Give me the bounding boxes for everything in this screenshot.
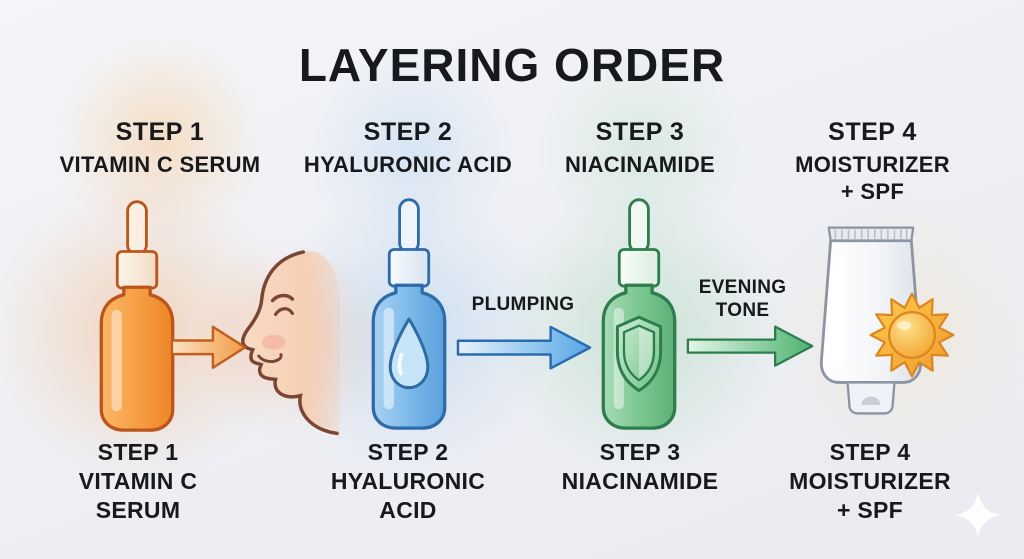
plumping-arrow-label: PLUMPING bbox=[471, 294, 575, 315]
step1-footer: STEP 1 VITAMIN C SERUM bbox=[18, 438, 258, 525]
step1-footer-step: STEP 1 bbox=[97, 439, 179, 465]
step4-footer-line3: + SPF bbox=[836, 497, 904, 523]
blush bbox=[261, 334, 286, 350]
sunscreen-tube-icon bbox=[810, 222, 932, 419]
step2-footer-line2: HYALURONIC bbox=[330, 468, 486, 494]
green-dropper-bottle-shield-icon bbox=[592, 195, 686, 435]
sun-icon bbox=[868, 291, 956, 379]
step4-header-name-line2: + SPF bbox=[840, 179, 905, 204]
step4-footer-step: STEP 4 bbox=[829, 439, 911, 465]
step2-footer: STEP 2 HYALURONIC ACID bbox=[288, 438, 528, 525]
step4-header-step: STEP 4 bbox=[828, 118, 917, 146]
step3-header-name: NIACINAMIDE bbox=[565, 152, 715, 177]
green-right-arrow-icon bbox=[686, 322, 816, 370]
blue-dropper-bottle-droplet-icon bbox=[362, 195, 456, 435]
step3-header: STEP 3 NIACINAMIDE bbox=[525, 118, 755, 178]
step2-footer-line3: ACID bbox=[379, 497, 437, 523]
sparkle-icon bbox=[954, 491, 1002, 539]
orange-right-arrow-icon bbox=[170, 320, 248, 375]
step1-header: STEP 1 VITAMIN C SERUM bbox=[15, 118, 305, 178]
step3-header-step: STEP 3 bbox=[595, 118, 685, 146]
step3-footer-line2: NIACINAMIDE bbox=[561, 468, 719, 494]
step1-header-name: VITAMIN C SERUM bbox=[59, 152, 261, 177]
evening-tone-arrow-label: EVENING TONE bbox=[675, 276, 810, 322]
eyebrow bbox=[270, 293, 295, 303]
step2-footer-step: STEP 2 bbox=[367, 439, 449, 465]
evening-tone-line1: EVENING bbox=[698, 277, 787, 298]
smiling-face-profile-icon bbox=[226, 250, 340, 439]
blue-right-arrow-icon bbox=[456, 322, 594, 373]
step2-header-step: STEP 2 bbox=[363, 118, 453, 146]
step4-header: STEP 4 MOISTURIZER + SPF bbox=[760, 118, 985, 205]
step1-header-step: STEP 1 bbox=[115, 118, 205, 146]
step1-footer-line3: SERUM bbox=[95, 497, 181, 523]
step4-footer-line2: MOISTURIZER bbox=[789, 468, 951, 494]
step4-footer: STEP 4 MOISTURIZER + SPF bbox=[750, 438, 990, 525]
step3-footer: STEP 3 NIACINAMIDE bbox=[520, 438, 760, 496]
closed-eye bbox=[273, 307, 295, 317]
step3-footer-step: STEP 3 bbox=[599, 439, 681, 465]
shield-icon bbox=[615, 315, 663, 393]
step2-header: STEP 2 HYALURONIC ACID bbox=[283, 118, 533, 178]
step1-footer-line2: VITAMIN C bbox=[78, 468, 198, 494]
page-title: LAYERING ORDER bbox=[298, 39, 726, 91]
step2-header-name: HYALURONIC ACID bbox=[303, 152, 513, 177]
step4-header-name-line1: MOISTURIZER bbox=[795, 152, 950, 177]
evening-tone-line2: TONE bbox=[715, 300, 770, 321]
orange-dropper-bottle-icon bbox=[90, 197, 184, 437]
smile bbox=[257, 353, 283, 364]
